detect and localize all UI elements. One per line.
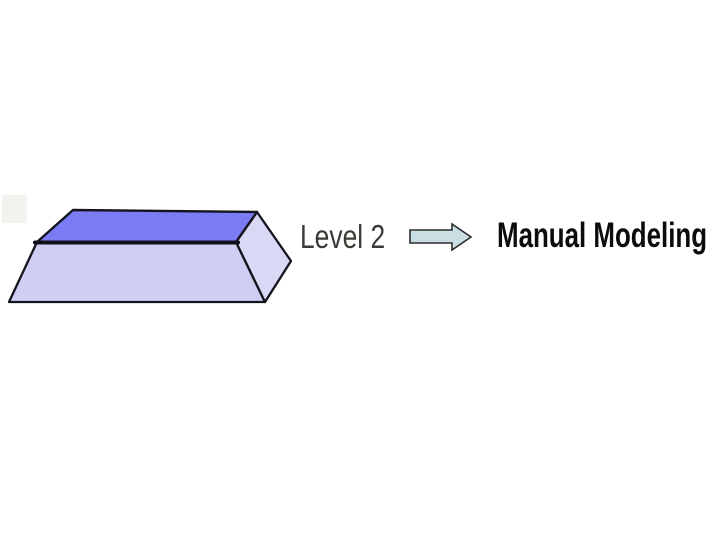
flow-arrow-shape bbox=[409, 222, 473, 252]
level-label: Level 2 bbox=[300, 218, 386, 255]
frustum-top-face bbox=[35, 208, 259, 244]
method-label: Manual Modeling bbox=[497, 216, 708, 255]
flow-arrow-icon bbox=[409, 222, 473, 252]
scan-smudge bbox=[2, 195, 27, 223]
frustum-front-face bbox=[7, 240, 267, 304]
